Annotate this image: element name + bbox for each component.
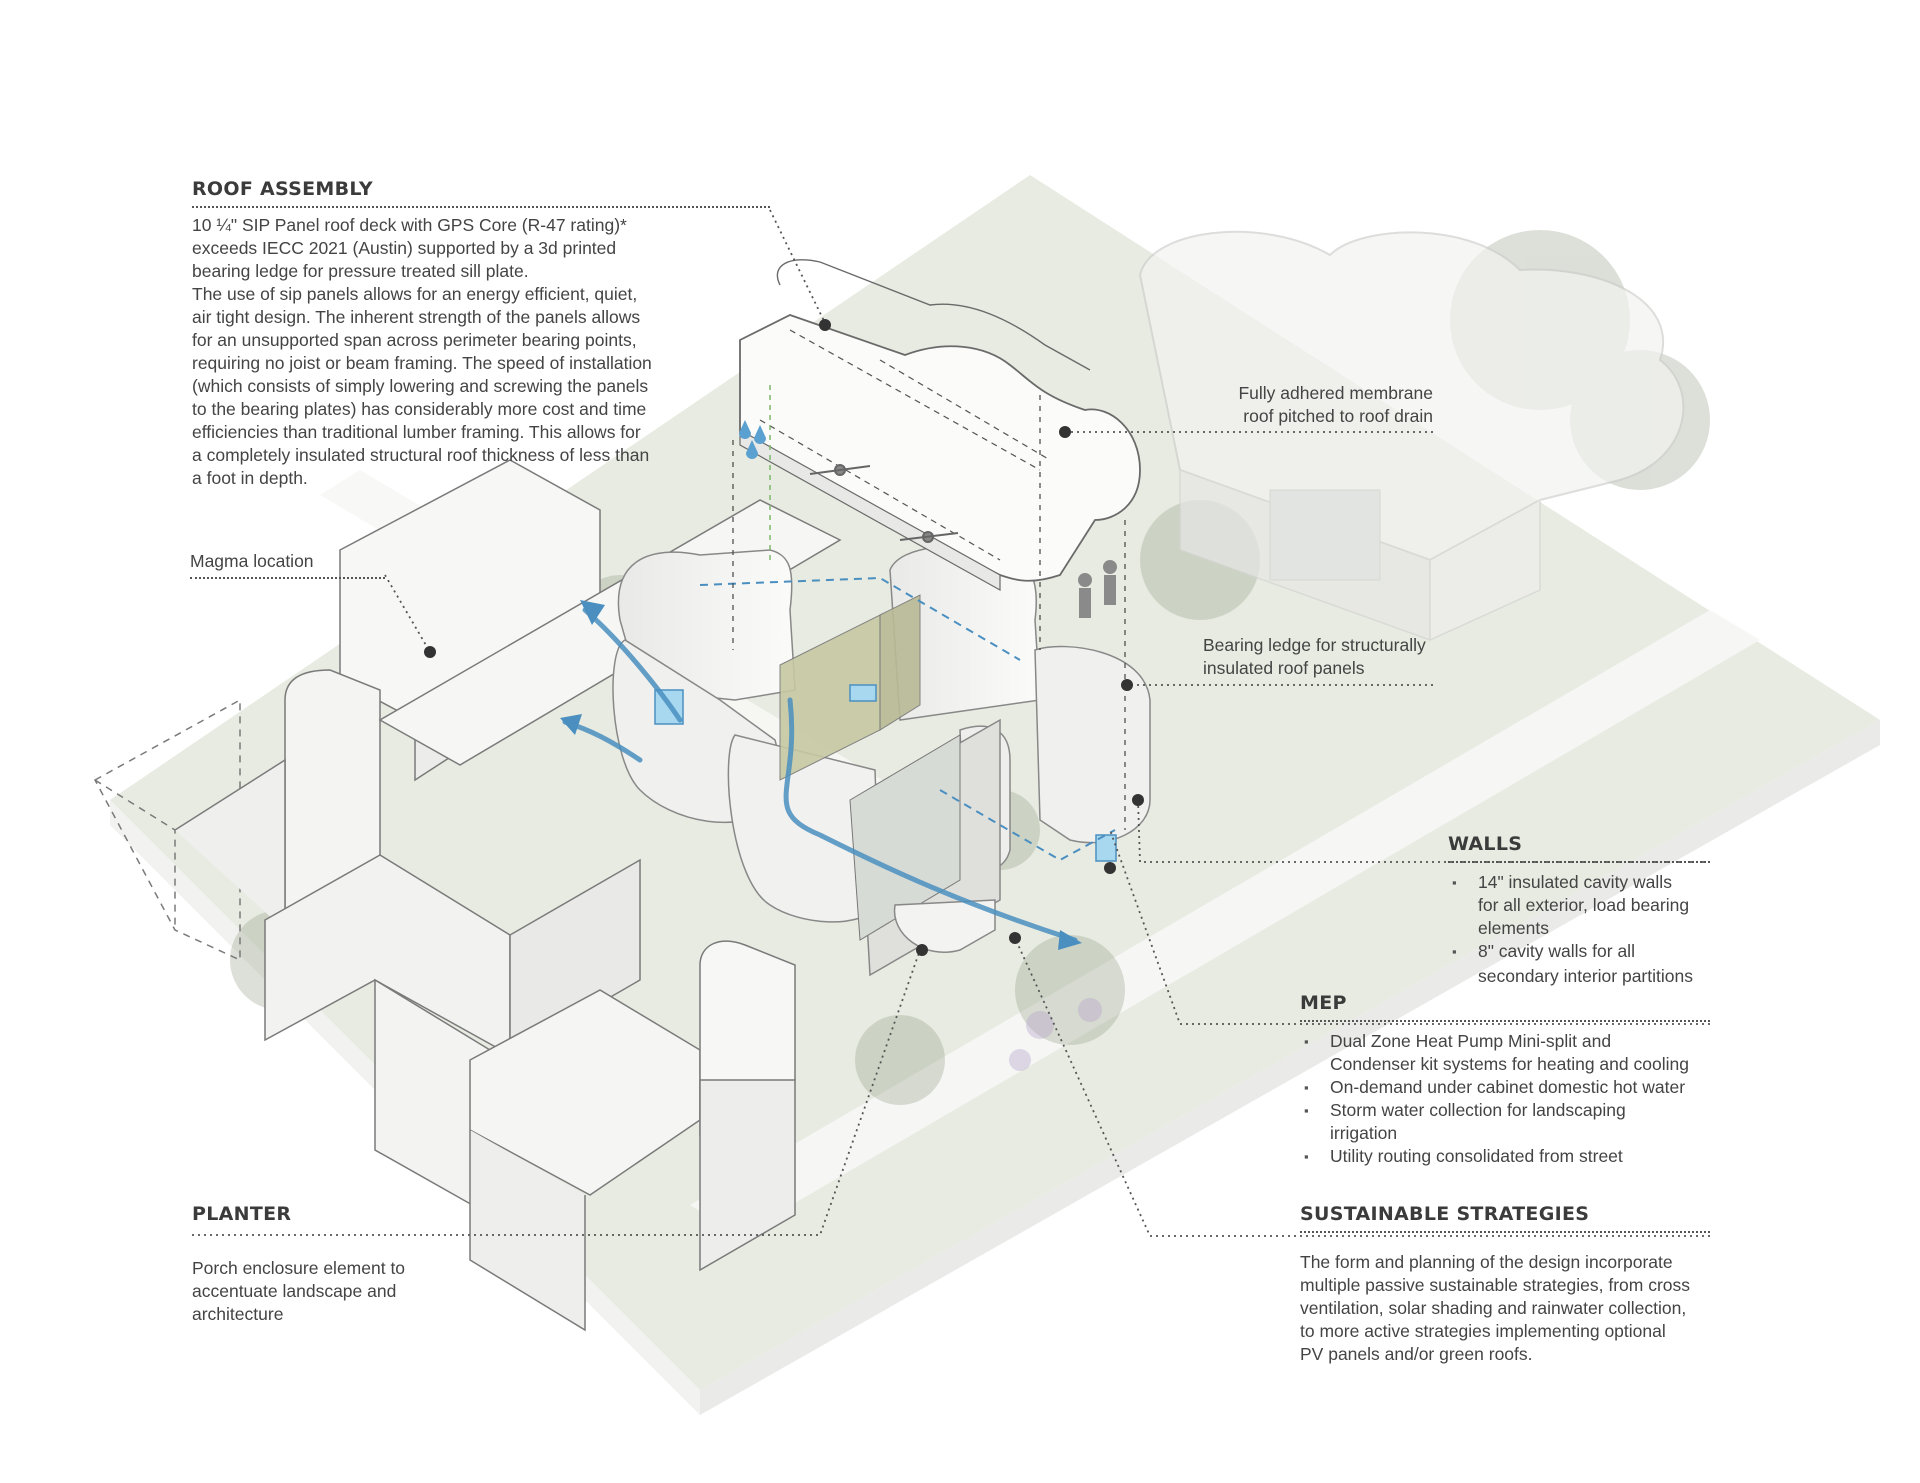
sustainable-line: PV panels and/or green roofs. xyxy=(1300,1344,1533,1364)
bearing-ledge-label-line: insulated roof panels xyxy=(1203,658,1365,678)
planter-line: architecture xyxy=(192,1304,284,1324)
mep-item-line: Utility routing consolidated from street xyxy=(1330,1146,1623,1166)
roof-assembly-line: a foot in depth. xyxy=(192,468,308,488)
sustainable-line: to more active strategies implementing o… xyxy=(1300,1321,1666,1341)
membrane-roof-label-line: Fully adhered membrane xyxy=(1238,383,1433,403)
bearing-ledge-label-line: Bearing ledge for structurally xyxy=(1203,635,1426,655)
planter-callout: PLANTER Porch enclosure element to accen… xyxy=(192,1203,472,1326)
walls-item-line: elements xyxy=(1478,918,1550,938)
roof-assembly-line: requiring no joist or beam framing. The … xyxy=(192,353,652,373)
leader-lines xyxy=(192,209,1710,1237)
walls-leader xyxy=(1448,861,1710,863)
roof-assembly-line: to the bearing plates) has considerably … xyxy=(192,399,647,419)
roof-assembly-line: (which consists of simply lowering and s… xyxy=(192,376,649,396)
membrane-roof-label-line: roof pitched to roof drain xyxy=(1243,406,1433,426)
roof-assembly-line: a completely insulated structural roof t… xyxy=(192,445,650,465)
planter-heading: PLANTER xyxy=(192,1203,292,1225)
mep-item-line: On-demand under cabinet domestic hot wat… xyxy=(1330,1077,1686,1097)
roof-assembly-line: efficiencies than traditional lumber fra… xyxy=(192,422,641,442)
airflow-arrowheads xyxy=(560,600,1082,950)
mep-item-line: Dual Zone Heat Pump Mini-split and xyxy=(1330,1031,1612,1051)
sustainable-strategies-text: The form and planning of the design inco… xyxy=(1300,1251,1710,1366)
roof-assembly-line: for an unsupported span across perimeter… xyxy=(192,330,637,350)
mep-callout: MEP Dual Zone Heat Pump Mini-split and C… xyxy=(1300,992,1710,1168)
mep-item-line: irrigation xyxy=(1330,1123,1398,1143)
mep-heading: MEP xyxy=(1300,992,1347,1014)
roof-assembly-line: air tight design. The inherent strength … xyxy=(192,307,641,327)
mep-item: On-demand under cabinet domestic hot wat… xyxy=(1300,1076,1710,1099)
mep-item: Utility routing consolidated from street xyxy=(1300,1145,1710,1168)
mep-item-line: Condenser kit systems for heating and co… xyxy=(1330,1054,1689,1074)
roof-assembly-line: exceeds IECC 2021 (Austin) supported by … xyxy=(192,238,617,258)
sustainable-strategies-callout: SUSTAINABLE STRATEGIES The form and plan… xyxy=(1300,1203,1710,1366)
bearing-ledge-callout: Bearing ledge for structurally insulated… xyxy=(1203,634,1443,680)
sustainable-line: multiple passive sustainable strategies,… xyxy=(1300,1275,1691,1295)
walls-item: 8" cavity walls for all secondary interi… xyxy=(1448,940,1710,988)
mep-item: Storm water collection for landscaping i… xyxy=(1300,1099,1710,1145)
roof-assembly-heading: ROOF ASSEMBLY xyxy=(192,178,373,200)
roof-assembly-text: 10 ¼" SIP Panel roof deck with GPS Core … xyxy=(192,214,670,490)
roof-panel xyxy=(732,259,1141,830)
sustainable-strategies-leader xyxy=(1300,1231,1710,1233)
membrane-roof-callout: Fully adhered membrane roof pitched to r… xyxy=(1175,382,1433,428)
walls-heading: WALLS xyxy=(1448,833,1523,855)
mep-leader xyxy=(1300,1020,1710,1022)
mep-item: Dual Zone Heat Pump Mini-split and Conde… xyxy=(1300,1030,1710,1076)
sustainable-line: The form and planning of the design inco… xyxy=(1300,1252,1673,1272)
main-house-walls xyxy=(612,545,1151,977)
magma-location-callout: Magma location xyxy=(190,550,410,579)
mep-item-line: Storm water collection for landscaping xyxy=(1330,1100,1626,1120)
planter-line: Porch enclosure element to xyxy=(192,1258,406,1278)
planter-line: accentuate landscape and xyxy=(192,1281,397,1301)
walls-list: 14" insulated cavity walls for all exter… xyxy=(1448,871,1710,988)
walls-item-line: 14" insulated cavity walls xyxy=(1478,872,1672,892)
mep-list: Dual Zone Heat Pump Mini-split and Conde… xyxy=(1300,1030,1710,1168)
sustainable-line: ventilation, solar shading and rainwater… xyxy=(1300,1298,1687,1318)
planter-spacer xyxy=(192,1225,472,1257)
roof-assembly-line: The use of sip panels allows for an ener… xyxy=(192,284,638,304)
leader-dots xyxy=(424,319,1144,956)
duct-dashed-lines xyxy=(699,576,1116,862)
walls-item-line: for all exterior, load bearing xyxy=(1478,895,1690,915)
magma-location-label: Magma location xyxy=(190,551,314,571)
magma-location-leader xyxy=(190,577,385,579)
roof-assembly-line: bearing ledge for pressure treated sill … xyxy=(192,261,529,281)
roof-assembly-callout: ROOF ASSEMBLY 10 ¼" SIP Panel roof deck … xyxy=(192,178,770,490)
walls-item-line: 8" cavity walls for all xyxy=(1478,941,1635,961)
neighbor-house xyxy=(1138,230,1685,642)
roof-assembly-line: 10 ¼" SIP Panel roof deck with GPS Core … xyxy=(192,215,627,235)
walls-item-line: secondary interior partitions xyxy=(1478,966,1693,986)
sustainable-strategies-heading: SUSTAINABLE STRATEGIES xyxy=(1300,1203,1590,1225)
walls-item: 14" insulated cavity walls for all exter… xyxy=(1448,871,1710,940)
walls-callout: WALLS 14" insulated cavity walls for all… xyxy=(1448,833,1710,988)
planter-text: Porch enclosure element to accentuate la… xyxy=(192,1257,472,1326)
roof-assembly-leader xyxy=(192,206,770,208)
